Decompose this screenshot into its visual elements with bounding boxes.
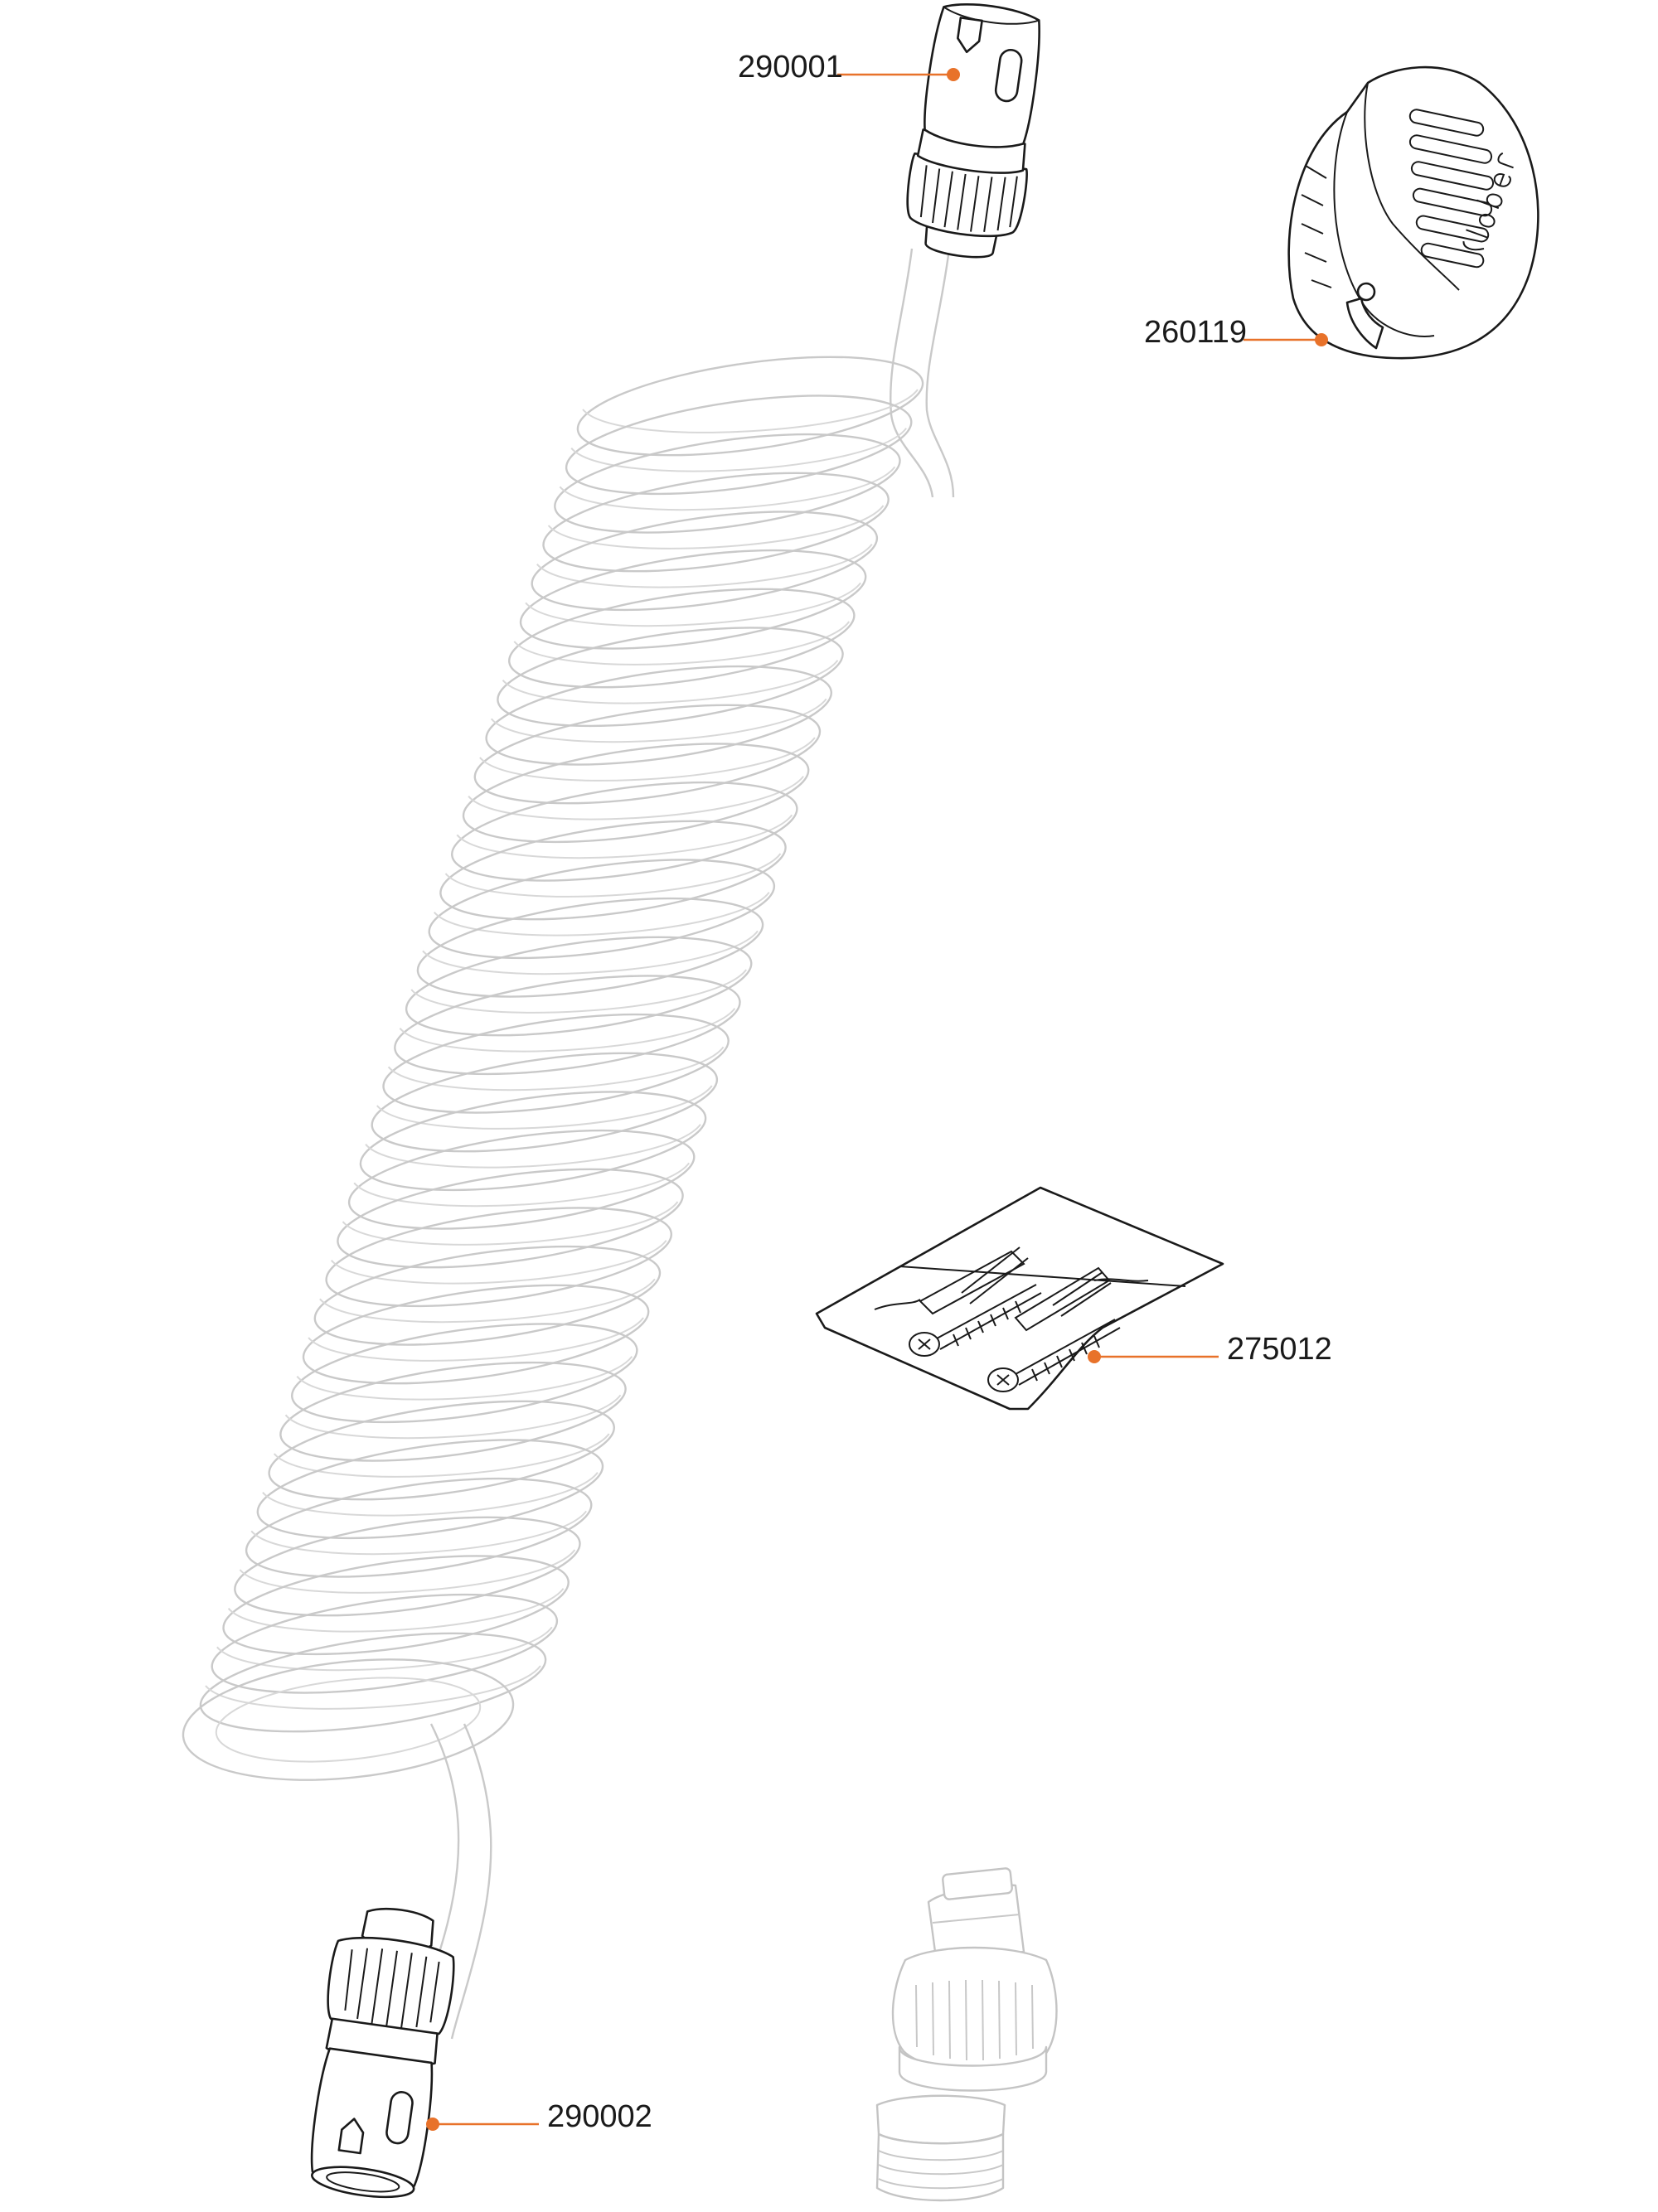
coil-turn — [439, 820, 787, 921]
threaded-nipple — [875, 2094, 1006, 2202]
leader-290001 — [837, 68, 960, 81]
brand-logo — [1462, 152, 1514, 251]
coil-turn — [347, 1129, 696, 1230]
screw-dowel-kit[interactable] — [815, 1186, 1224, 1411]
coil-turn — [256, 1439, 604, 1540]
coil-turn — [576, 356, 924, 457]
coil-turn-shadow — [273, 1433, 610, 1478]
coil-turn-shadow — [308, 1317, 644, 1362]
leader-290002 — [426, 2118, 539, 2131]
coil-turn — [508, 588, 856, 689]
coil-turn — [245, 1477, 593, 1578]
coil-turn-shadow — [399, 1008, 736, 1053]
coil-turn — [428, 859, 776, 960]
coil-turn — [497, 627, 844, 728]
coil-turn-shadow — [502, 660, 839, 704]
coil-turn — [394, 975, 741, 1076]
coil-turn — [337, 1168, 684, 1269]
coil-turn-shadow — [319, 1278, 656, 1324]
tap-adaptor — [891, 1867, 1058, 2092]
coil-turn-shadow — [296, 1356, 633, 1401]
coil-turn-shadow — [479, 737, 816, 782]
coil-turn-shadow — [456, 814, 793, 859]
coil-turn — [554, 433, 901, 534]
coil-turn-shadow — [216, 1626, 553, 1672]
coil-turn — [382, 1013, 730, 1114]
coil-turn — [462, 743, 810, 844]
coil-turn — [222, 1555, 570, 1656]
coil-turn-shadow — [284, 1394, 622, 1440]
coil-turn-shadow — [342, 1201, 679, 1246]
coil-turn — [359, 1091, 707, 1192]
coil-turn-shadow — [376, 1085, 713, 1130]
coil-turn-shadow — [353, 1162, 691, 1208]
coil-bottom-loop-inner — [215, 1677, 482, 1763]
coil-turn — [473, 704, 822, 805]
coil-turn-shadow — [239, 1549, 576, 1594]
wall-hose-holder[interactable] — [1287, 65, 1539, 360]
coil-turn-shadow — [513, 621, 851, 666]
leader-260119 — [1244, 333, 1328, 346]
coil-turn-shadow — [330, 1240, 667, 1285]
coil-turn-shadow — [582, 389, 919, 433]
coil-turn-shadow — [365, 1124, 701, 1169]
coil-turn — [371, 1052, 719, 1153]
part-code-260119: 260119 — [1144, 315, 1247, 350]
coil-turn-shadow — [205, 1665, 541, 1710]
coil-turn — [234, 1516, 581, 1617]
hose-connector-bottom[interactable] — [300, 1901, 462, 2204]
coil-turn — [405, 936, 753, 1037]
coil-turn — [325, 1207, 672, 1308]
spiral-hose — [182, 248, 955, 2040]
coil-turn — [542, 472, 890, 573]
coil-turn-shadow — [490, 698, 827, 743]
part-code-275012: 275012 — [1227, 1332, 1332, 1367]
coil-turn-shadow — [468, 776, 804, 820]
coil-turn-shadow — [434, 892, 770, 937]
coil-bottom-loop — [182, 1658, 515, 1781]
part-code-290002: 290002 — [547, 2099, 652, 2134]
part-code-290001: 290001 — [738, 50, 843, 85]
coil-turn-shadow — [525, 582, 861, 627]
coil-turn — [519, 549, 867, 650]
coil-turn — [565, 394, 913, 496]
coil-turn — [485, 665, 832, 766]
coil-turn — [211, 1593, 559, 1694]
coil-turn-shadow — [387, 1046, 725, 1091]
coil-turn-shadow — [250, 1510, 588, 1556]
coil-turn-shadow — [422, 930, 759, 975]
coil-turn-shadow — [547, 505, 885, 549]
coil-turn — [531, 511, 879, 612]
coil-turn — [268, 1400, 615, 1501]
coil-turn-shadow — [262, 1472, 599, 1517]
coil-turn-shadow — [570, 428, 908, 472]
coil-turn-shadow — [536, 544, 873, 588]
coil-turn — [302, 1284, 650, 1385]
hose-connector-top[interactable] — [899, 0, 1050, 264]
coil-turn — [291, 1323, 638, 1424]
coil-turn-shadow — [410, 969, 748, 1014]
coil-turn-shadow — [227, 1588, 565, 1633]
coil-turn — [279, 1361, 627, 1462]
coil-turn — [416, 897, 764, 998]
leader-275012 — [1088, 1350, 1219, 1363]
coil-turn — [313, 1245, 662, 1346]
coil-turn-shadow — [559, 466, 896, 511]
coil-turn — [451, 781, 798, 882]
coil-turn-shadow — [444, 853, 782, 898]
